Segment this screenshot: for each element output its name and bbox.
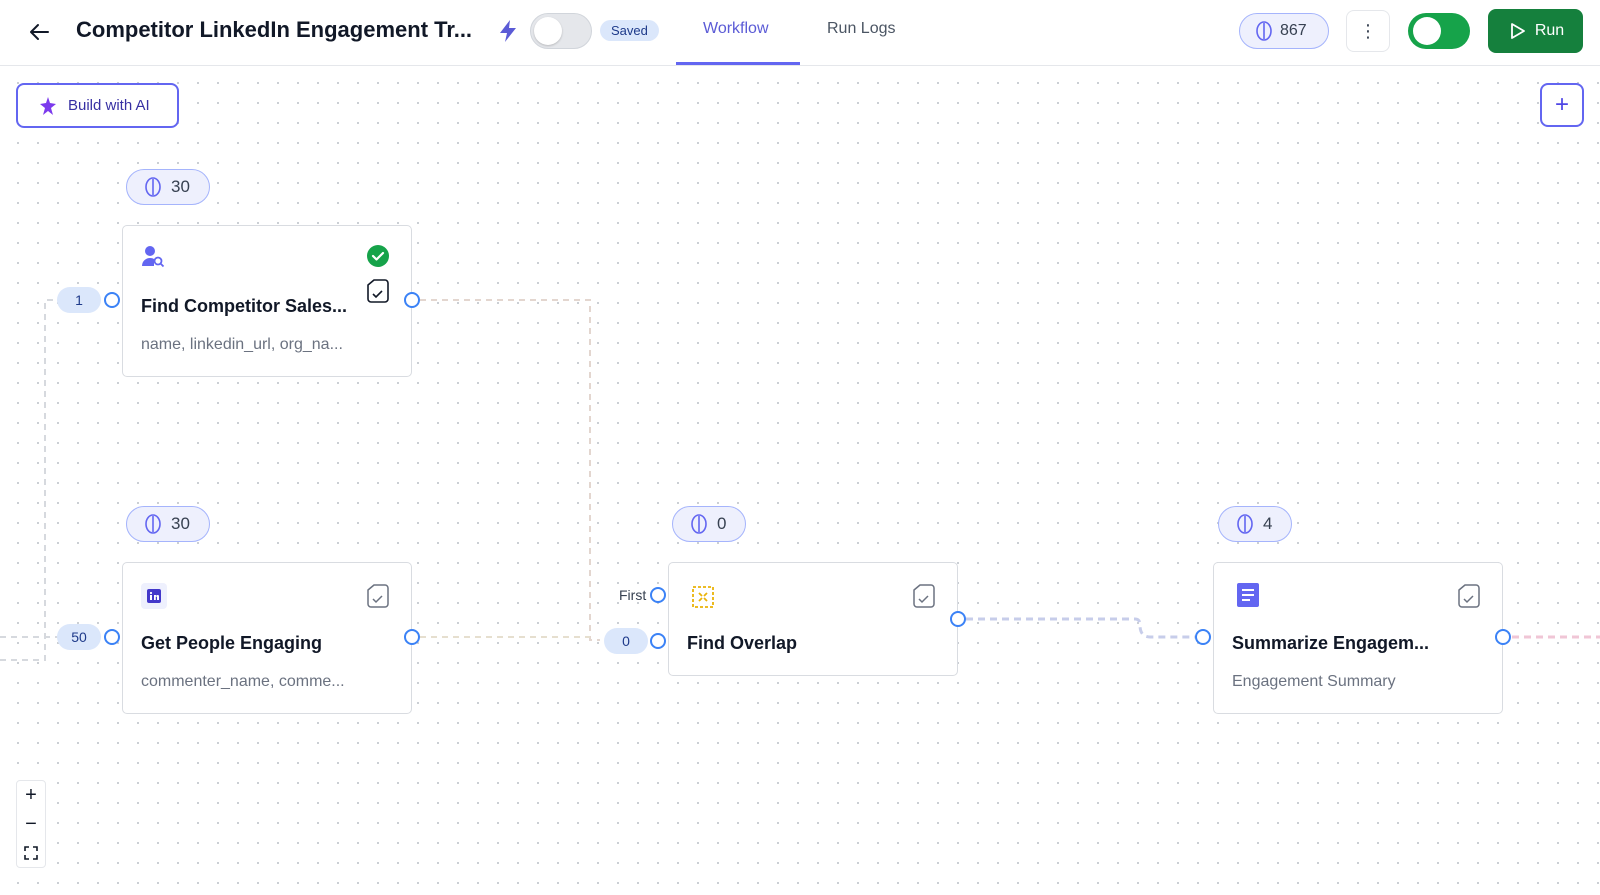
node-title: Find Overlap bbox=[687, 633, 798, 653]
output-port[interactable] bbox=[1495, 629, 1511, 645]
node-title: Summarize Engagem... bbox=[1232, 633, 1430, 653]
node-subtitle: Engagement Summary bbox=[1232, 673, 1396, 690]
document-icon bbox=[1236, 583, 1260, 607]
active-tab-indicator bbox=[676, 62, 800, 65]
output-port[interactable] bbox=[404, 292, 420, 308]
fit-view-button[interactable] bbox=[17, 838, 45, 867]
plus-icon: + bbox=[1554, 91, 1569, 118]
back-arrow-icon[interactable] bbox=[24, 16, 56, 48]
output-document-icon[interactable] bbox=[911, 583, 937, 609]
output-document-icon[interactable] bbox=[1456, 583, 1482, 609]
success-check-icon bbox=[367, 245, 389, 267]
credits-value: 30 bbox=[171, 177, 190, 196]
node-get-people-engaging[interactable]: Get People Engaging commenter_name, comm… bbox=[122, 562, 412, 714]
output-document-icon[interactable] bbox=[365, 583, 391, 609]
build-with-ai-label: Build with AI bbox=[68, 97, 150, 114]
linkedin-icon bbox=[141, 583, 167, 609]
workflow-title[interactable]: Competitor LinkedIn Engagement Tr... bbox=[76, 17, 473, 42]
input-port[interactable] bbox=[104, 629, 120, 645]
run-button[interactable]: Run bbox=[1488, 9, 1583, 53]
zoom-in-button[interactable]: + bbox=[25, 783, 37, 806]
more-options-icon: ⋮ bbox=[1359, 20, 1377, 41]
run-label: Run bbox=[1534, 22, 1565, 39]
node-credits-badge: 0 bbox=[672, 506, 746, 542]
more-options-button[interactable]: ⋮ bbox=[1346, 10, 1390, 52]
run-toggle[interactable] bbox=[1408, 13, 1470, 49]
output-port[interactable] bbox=[950, 611, 966, 627]
first-input-label: First bbox=[619, 587, 647, 603]
credits-value: 0 bbox=[717, 514, 727, 533]
credits-icon bbox=[145, 177, 161, 197]
node-summarize-engagement[interactable]: Summarize Engagem... Engagement Summary bbox=[1213, 562, 1503, 714]
input-port-second[interactable] bbox=[650, 633, 666, 649]
workflow-canvas[interactable] bbox=[0, 67, 1600, 895]
person-search-icon bbox=[141, 244, 165, 268]
node-credits-badge: 30 bbox=[126, 169, 210, 205]
credits-icon bbox=[1237, 514, 1253, 534]
zoom-controls: + − bbox=[16, 780, 46, 868]
input-count-badge: 0 bbox=[604, 628, 648, 654]
credits-badge: 867 bbox=[1239, 13, 1329, 49]
node-title: Get People Engaging bbox=[141, 633, 323, 653]
tab-run-logs[interactable]: Run Logs bbox=[827, 20, 896, 37]
lightning-icon bbox=[497, 19, 519, 43]
credits-value: 30 bbox=[171, 514, 190, 533]
node-title: Find Competitor Sales... bbox=[141, 296, 348, 316]
toggle-knob bbox=[534, 17, 562, 45]
credits-value: 4 bbox=[1263, 514, 1273, 533]
zoom-out-button[interactable]: − bbox=[25, 812, 37, 835]
toggle-knob bbox=[1413, 17, 1441, 45]
add-node-button[interactable]: + bbox=[1540, 83, 1584, 127]
sparkle-icon bbox=[40, 96, 56, 115]
input-count-badge: 50 bbox=[57, 624, 101, 650]
node-find-competitor-sales[interactable]: Find Competitor Sales... name, linkedin_… bbox=[122, 225, 412, 377]
output-port[interactable] bbox=[404, 629, 420, 645]
input-port[interactable] bbox=[104, 292, 120, 308]
overlap-icon bbox=[691, 585, 715, 609]
tab-workflow[interactable]: Workflow bbox=[703, 20, 769, 37]
fit-view-icon bbox=[24, 845, 38, 860]
node-find-overlap[interactable]: Find Overlap bbox=[668, 562, 958, 676]
credits-icon bbox=[1256, 21, 1272, 41]
node-credits-badge: 4 bbox=[1218, 506, 1292, 542]
credits-icon bbox=[145, 514, 161, 534]
input-port-first[interactable] bbox=[650, 587, 666, 603]
build-with-ai-button[interactable]: Build with AI bbox=[16, 83, 179, 128]
node-subtitle: commenter_name, comme... bbox=[141, 673, 345, 690]
top-bar: Competitor LinkedIn Engagement Tr... Sav… bbox=[0, 0, 1600, 66]
input-port[interactable] bbox=[1195, 629, 1211, 645]
node-subtitle: name, linkedin_url, org_na... bbox=[141, 336, 343, 353]
saved-badge: Saved bbox=[600, 20, 659, 41]
node-credits-badge: 30 bbox=[126, 506, 210, 542]
workflow-toggle[interactable] bbox=[530, 13, 592, 49]
credits-icon bbox=[691, 514, 707, 534]
credits-value: 867 bbox=[1280, 22, 1307, 39]
play-icon bbox=[1510, 23, 1525, 39]
output-document-icon[interactable] bbox=[365, 278, 391, 304]
input-count-badge: 1 bbox=[57, 287, 101, 313]
